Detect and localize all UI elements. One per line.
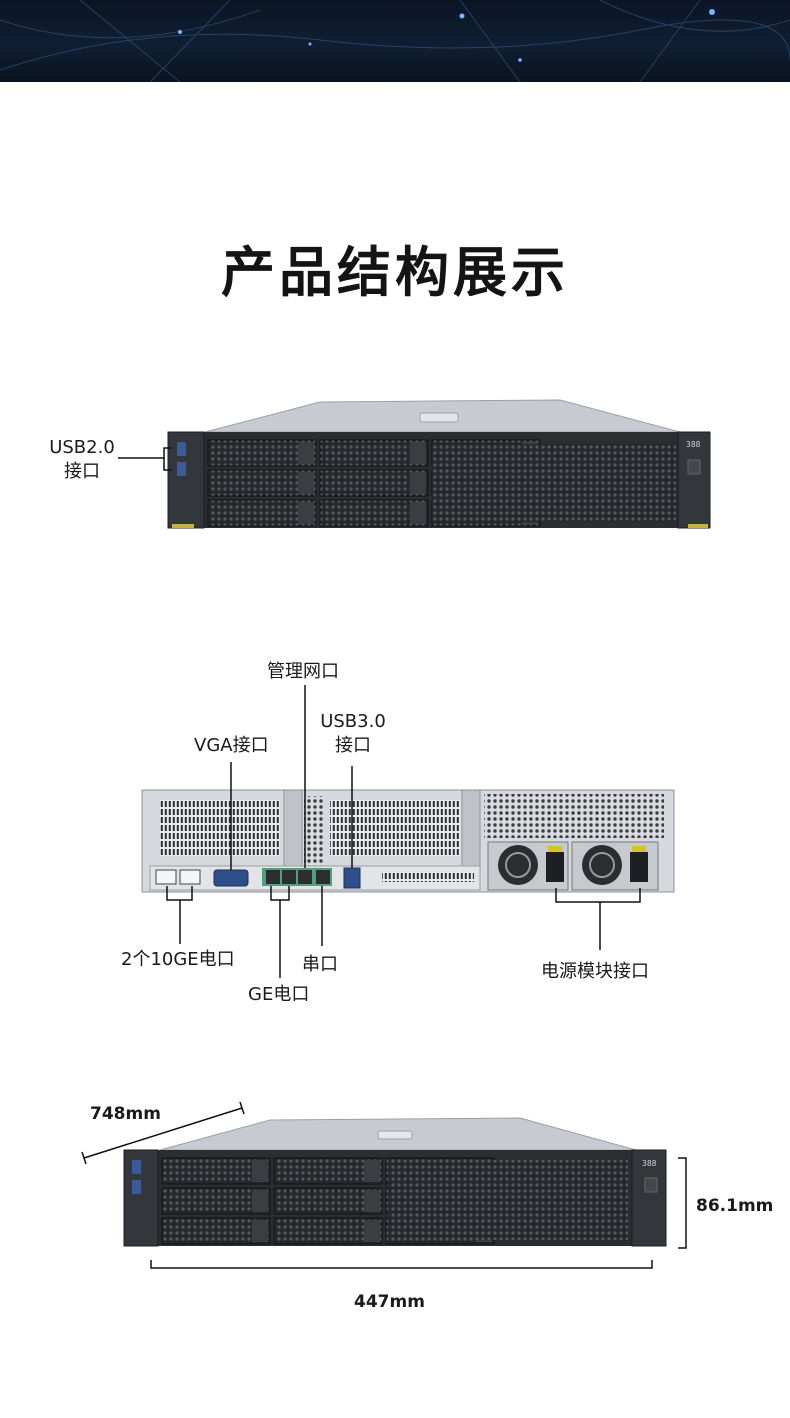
usb3-label: USB3.0 接口 xyxy=(310,710,396,758)
mgmt-port-label: 管理网口 xyxy=(267,661,339,682)
drive-bay-latch xyxy=(252,1160,268,1182)
height-measure-line xyxy=(678,1157,687,1249)
width-label: 447mm xyxy=(354,1292,425,1312)
drive-bay-latch xyxy=(364,1190,380,1212)
usb2-port-icon xyxy=(177,442,186,456)
top-banner xyxy=(0,0,790,82)
page-title: 产品结构展示 xyxy=(221,241,569,304)
drive-bay-latch xyxy=(252,1190,268,1212)
psu-label: 电源模块接口 xyxy=(541,961,649,982)
front-panel-display: 388 xyxy=(686,440,701,449)
width-measure-line xyxy=(150,1260,653,1269)
usb2-label-line1: USB2.0 xyxy=(49,437,115,458)
drive-bay-latch xyxy=(364,1220,380,1242)
usb2-port-icon xyxy=(177,462,186,476)
drive-bay-latch xyxy=(410,442,426,464)
drive-bay-latch xyxy=(298,472,314,494)
depth-label: 748mm xyxy=(90,1104,161,1124)
serial-label: 串口 xyxy=(302,954,338,975)
drive-bay-latch xyxy=(298,502,314,524)
usb2-label-line2: 接口 xyxy=(64,461,100,482)
usb3-label-line1: USB3.0 xyxy=(320,711,386,732)
height-label: 86.1mm xyxy=(696,1196,774,1216)
drive-bay-latch xyxy=(252,1220,268,1242)
depth-measure-line xyxy=(83,1107,243,1159)
network-pattern-graphic xyxy=(0,0,790,82)
vga-label: VGA接口 xyxy=(194,735,269,756)
ge10-label: 2个10GE电口 xyxy=(121,949,235,970)
psu-leader xyxy=(555,888,641,903)
drive-bay-latch xyxy=(298,442,314,464)
drive-bay-latch xyxy=(364,1160,380,1182)
usb3-label-line2: 接口 xyxy=(335,735,371,756)
ge-label: GE电口 xyxy=(248,984,310,1005)
usb2-label: USB2.0 接口 xyxy=(40,436,124,484)
dimension-panel-display: 388 xyxy=(642,1159,657,1168)
drive-bay-latch xyxy=(410,472,426,494)
drive-bay-latch xyxy=(410,502,426,524)
